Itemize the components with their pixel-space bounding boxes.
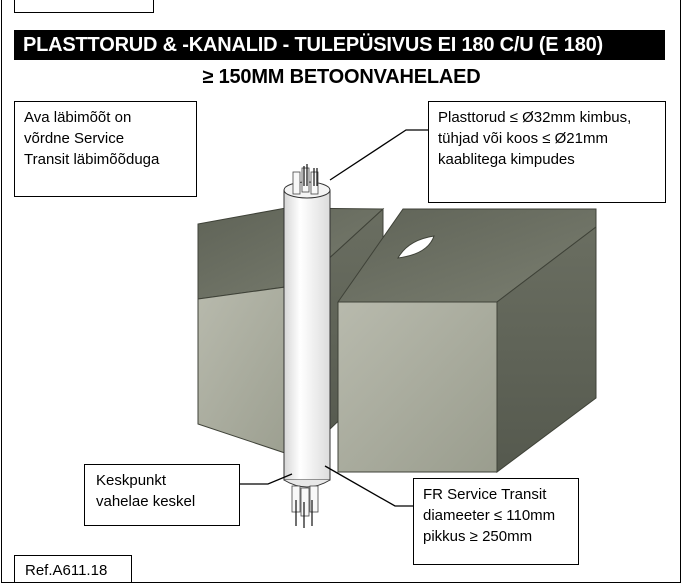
pipe-bundle-top: [292, 164, 319, 195]
leader-pipes: [329, 129, 428, 181]
slab-right-cutout: [397, 235, 435, 259]
callout-opening-diameter: Ava läbimõõt on võrdne Service Transit l…: [14, 101, 197, 197]
callout-plastic-pipes: Plasttorud ≤ Ø32mm kimbus, tühjad või ko…: [428, 101, 666, 203]
leader-transit: [324, 465, 413, 507]
callout-service-transit: FR Service Transit diameeter ≤ 110mm pik…: [413, 478, 579, 565]
leader-center: [240, 473, 293, 485]
slab-right-front: [337, 301, 498, 473]
reference-label: Ref.A611.18: [14, 555, 132, 583]
callout-center-point: Keskpunkt vahelae keskel: [84, 464, 240, 526]
pipe-bundle-bottom: [291, 485, 319, 528]
diagram-subtitle: ≥ 150MM BETOONVAHELAED: [202, 66, 481, 88]
leader-lines: [240, 129, 428, 507]
top-tab: [14, 0, 154, 13]
concrete-slab-right: [337, 208, 597, 473]
diagram-title: PLASTTORUD & -KANALID - TULEPÜSIVUS EI 1…: [14, 30, 665, 60]
service-transit-sleeve: [283, 164, 331, 528]
